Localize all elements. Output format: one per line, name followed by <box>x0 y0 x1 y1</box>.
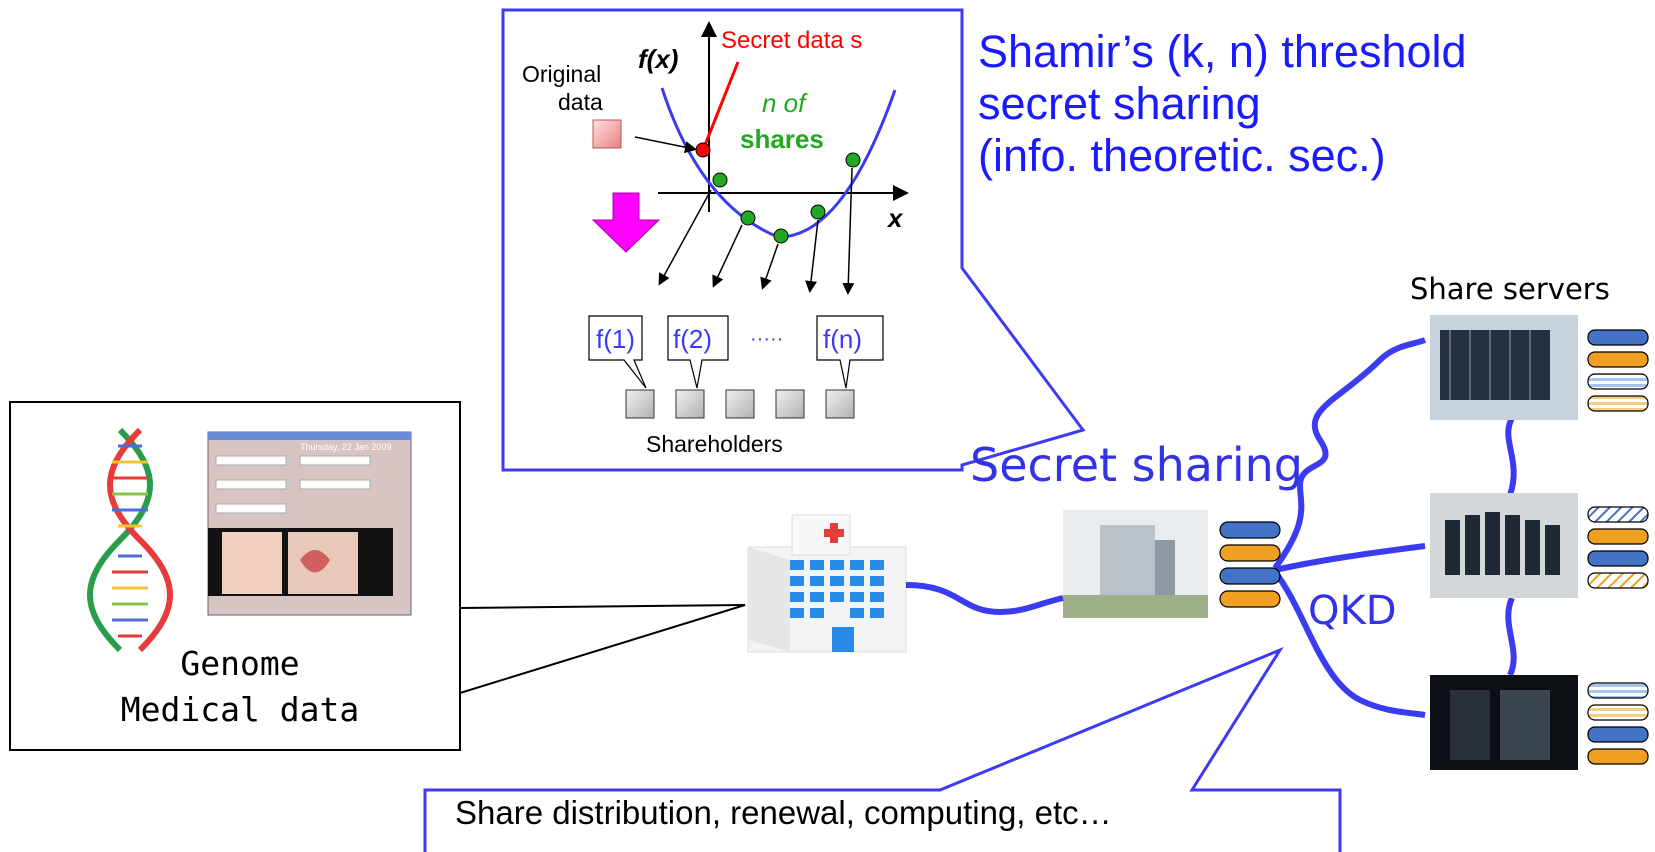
share-label-ellipsis: ····· <box>750 328 783 350</box>
medical-record-image <box>207 431 412 616</box>
data-center-building-image <box>1063 510 1208 618</box>
axis-x-label: x <box>886 203 904 233</box>
shamir-title: Shamir’s (k, n) threshold secret sharing… <box>978 26 1538 182</box>
share-disk-stack <box>1587 682 1649 765</box>
dna-icon <box>87 427 173 653</box>
shareholder-box <box>775 389 805 419</box>
share-disk-stack <box>1219 521 1281 608</box>
shamir-title-line2: secret sharing <box>978 78 1261 129</box>
server-link-1-2 <box>1505 416 1517 496</box>
shamir-title-line1: Shamir’s (k, n) threshold <box>978 26 1467 77</box>
share-point <box>810 204 826 220</box>
bottom-callout-text: Share distribution, renewal, computing, … <box>455 794 1112 831</box>
shareholder-box <box>825 389 855 419</box>
shamir-callout-bubble <box>501 8 1086 472</box>
n-of-label: n of <box>762 88 808 118</box>
form-date-text: Thursday, 22 Jan 2009 <box>300 442 391 452</box>
server-link-2-3 <box>1505 596 1517 677</box>
original-data-box <box>592 119 622 149</box>
bottom-callout-bubble <box>423 646 1342 852</box>
shares-label: shares <box>740 124 824 154</box>
share-disk-stack <box>1587 329 1649 412</box>
share-label-box <box>667 315 729 389</box>
share-servers-label: Share servers <box>1410 272 1610 306</box>
shareholder-box <box>725 389 755 419</box>
shamir-title-line3: (info. theoretic. sec.) <box>978 130 1386 181</box>
share-server-image <box>1430 675 1578 770</box>
secret-point <box>695 142 711 158</box>
original-data-label-2: data <box>558 89 603 115</box>
share-point <box>740 210 756 226</box>
shareholder-box <box>625 389 655 419</box>
qkd-link-middle <box>1274 543 1426 573</box>
secret-sharing-label: Secret sharing <box>970 438 1304 492</box>
shareholder-box <box>675 389 705 419</box>
shareholders-label: Shareholders <box>646 431 783 457</box>
share-server-image <box>1430 315 1578 420</box>
share-label-fn: f(n) <box>823 324 862 354</box>
share-label-f2: f(2) <box>673 324 712 354</box>
share-point <box>773 228 789 244</box>
share-label-box <box>588 315 647 389</box>
qkd-link-bottom <box>1272 570 1426 718</box>
hospital-icon <box>747 514 907 653</box>
secret-line <box>701 61 740 151</box>
share-point <box>845 152 861 168</box>
share-label-box <box>816 315 884 389</box>
share-disk-stack <box>1587 506 1649 589</box>
share-point <box>712 172 728 188</box>
original-data-label-1: Original <box>522 61 601 87</box>
share-server-image <box>1430 493 1578 598</box>
qkd-label: QKD <box>1308 588 1397 634</box>
share-label-f1: f(1) <box>596 324 635 354</box>
genome-label: Genome <box>180 644 300 683</box>
secret-data-label: Secret data s <box>721 27 862 54</box>
hospital-link <box>905 582 1064 616</box>
axis-fx-label: f(x) <box>638 44 678 74</box>
qkd-link-top <box>1272 337 1427 570</box>
medical-data-label: Medical data <box>120 690 360 729</box>
magenta-down-arrow <box>591 192 661 253</box>
